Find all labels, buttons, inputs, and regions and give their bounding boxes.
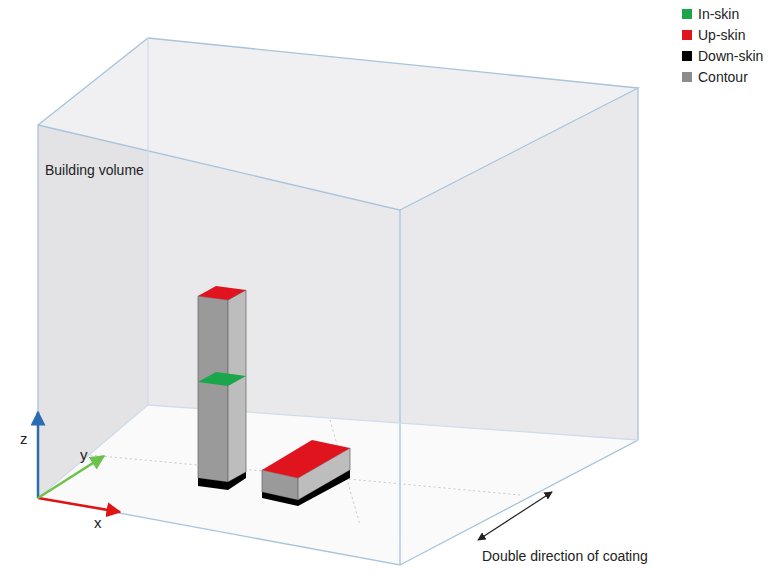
label: Double direction of coating	[482, 548, 648, 564]
legend-text: In-skin	[698, 6, 739, 22]
label: z	[20, 430, 28, 447]
coating-arrow	[478, 492, 552, 540]
legend-swatch	[682, 9, 692, 19]
y-axis	[38, 456, 104, 498]
legend-swatch	[682, 30, 692, 40]
floor	[38, 405, 638, 565]
legend-swatch	[682, 51, 692, 61]
legend-entry: In-skin	[682, 6, 739, 22]
x-axis	[38, 498, 120, 512]
legend-entry: Down-skin	[682, 48, 763, 64]
z-axis	[37, 412, 40, 498]
floor-grid	[90, 420, 520, 525]
label: x	[94, 514, 102, 531]
vertical-part	[198, 286, 246, 490]
horizontal-part	[262, 440, 350, 506]
volume-edges	[38, 38, 638, 565]
legend-text: Up-skin	[698, 27, 745, 43]
legend-text: Contour	[698, 69, 748, 85]
legend-swatch	[682, 72, 692, 82]
label: Building volume	[45, 162, 144, 178]
legend-text: Down-skin	[698, 48, 763, 64]
legend-entry: Up-skin	[682, 27, 745, 43]
legend-entry: Contour	[682, 69, 748, 85]
label: y	[80, 446, 88, 463]
top-face	[38, 38, 638, 210]
